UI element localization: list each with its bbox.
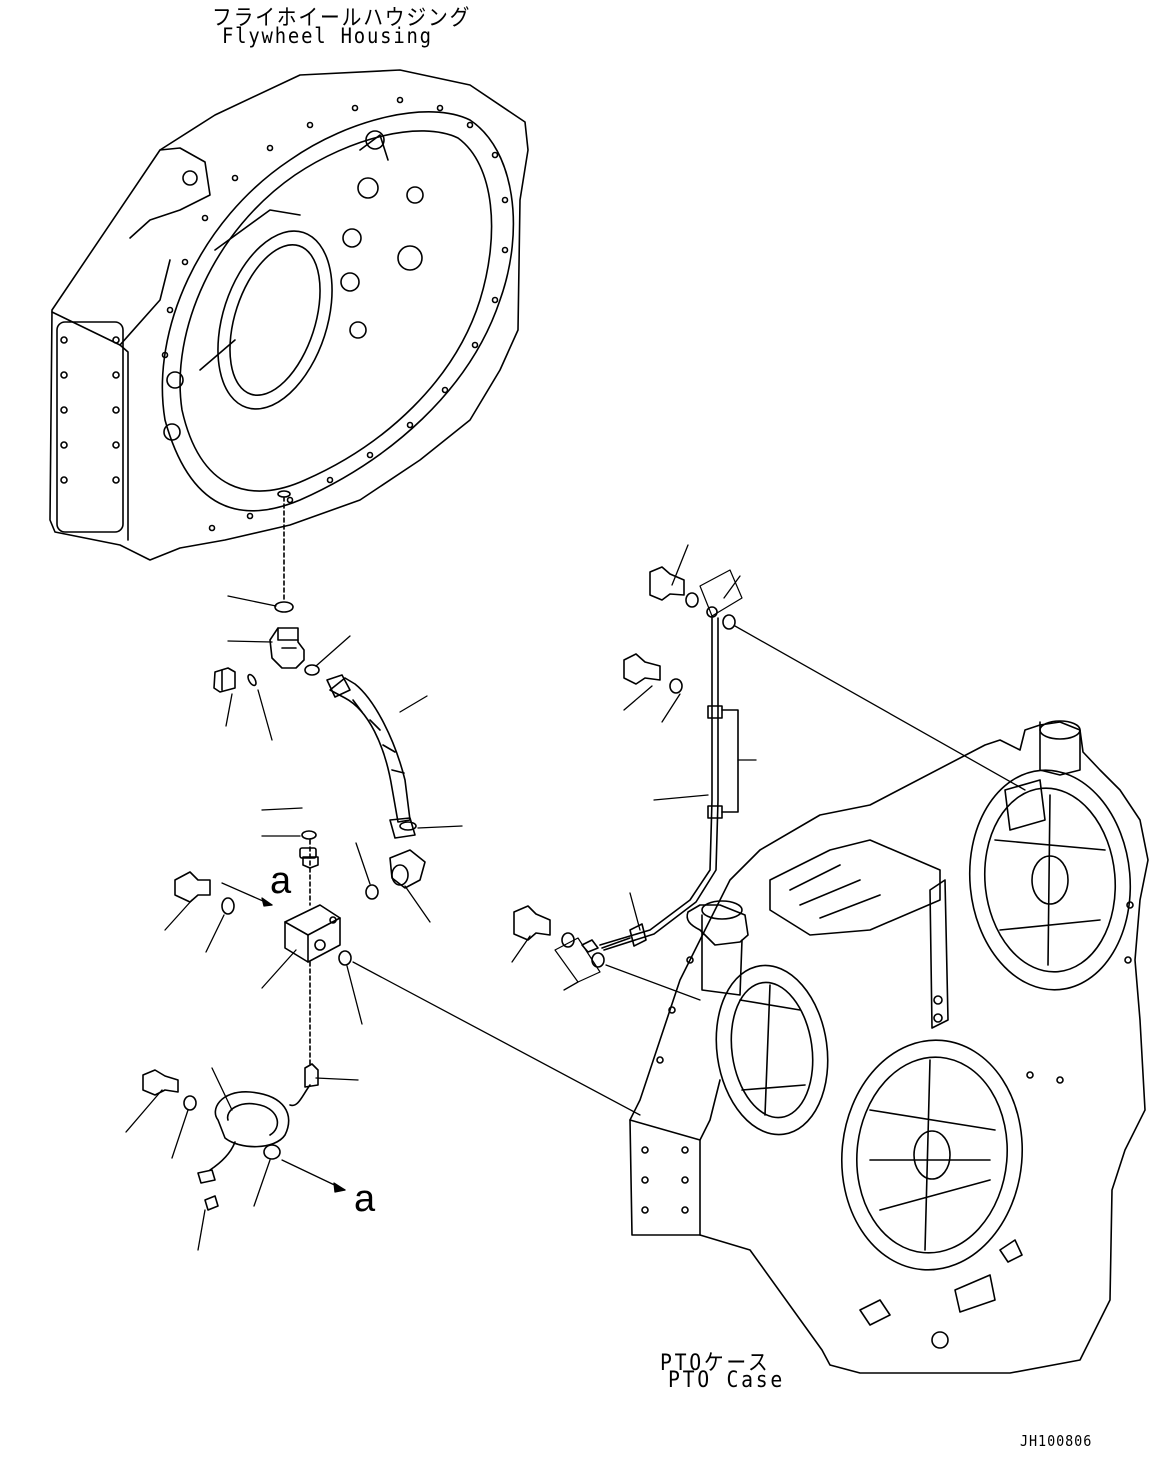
leader-lines-left xyxy=(126,596,462,1250)
flywheel-housing-label-en: Flywheel Housing xyxy=(222,24,433,48)
flywheel-housing xyxy=(50,70,528,560)
leader-lines-right xyxy=(353,545,1025,1115)
flywheel-housing-label-jp: フライホイールハウジング xyxy=(212,6,472,31)
view-reference-a-upper: a xyxy=(270,860,292,902)
pto-case xyxy=(630,721,1148,1373)
pto-case-label-en: PTO Case xyxy=(668,1368,785,1393)
oil-piping-parts xyxy=(143,497,425,1210)
drawing-code: JH100806 xyxy=(1020,1432,1093,1450)
view-reference-a-lower: a xyxy=(354,1178,376,1220)
pto-case-label-jp: PTOケース xyxy=(660,1351,771,1376)
harness-bracket-parts xyxy=(514,567,742,982)
